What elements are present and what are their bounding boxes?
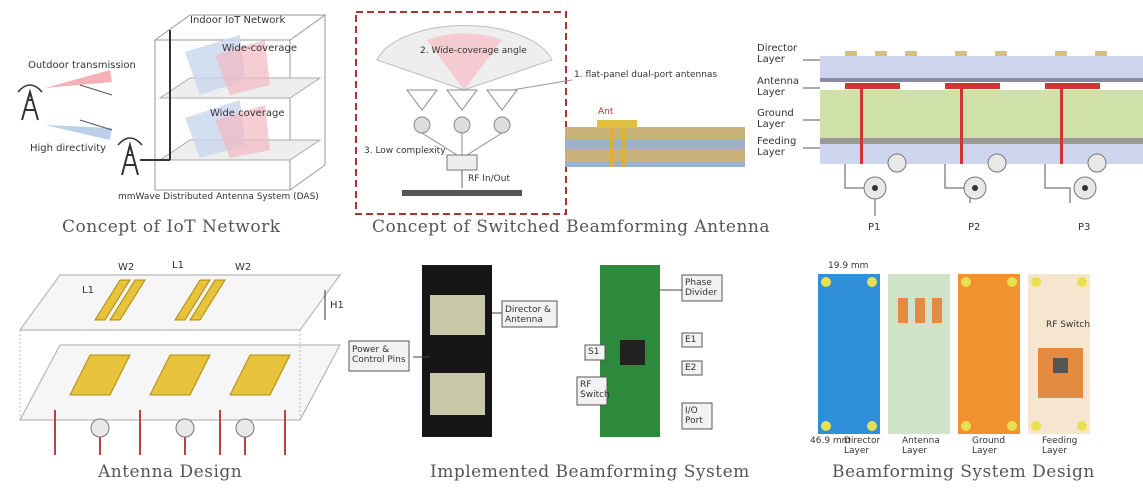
port-p3-label: P3 (1078, 222, 1091, 233)
das-label: mmWave Distributed Antenna System (DAS) (118, 192, 319, 202)
h1-label: H1 (330, 300, 344, 311)
implemented-system-drawing (348, 265, 723, 437)
antenna-layer-label: Antenna Layer (757, 76, 800, 98)
implemented-system-photos: Director & Antenna Power & Control Pins … (345, 265, 725, 440)
l1-label-a: L1 (172, 260, 184, 271)
width-dimension-label: 19.9 mm (828, 261, 869, 271)
feeding-layer-label: Feeding Layer (757, 136, 797, 158)
io-port-label: I/O Port (685, 406, 703, 426)
w2-label-a: W2 (118, 262, 135, 273)
s1-label: S1 (588, 347, 600, 357)
switched-beamforming-drawing (355, 11, 745, 215)
ant-label: Ant (598, 107, 614, 117)
sys-director-label: Director Layer (844, 436, 881, 456)
w2-label-b: W2 (235, 262, 252, 273)
e2-label: E2 (685, 363, 697, 373)
port-p2-label: P2 (968, 222, 981, 233)
antenna-design-diagram: W2 L1 W2 L1 H1 (0, 250, 345, 455)
flat-panel-label: 1. flat-panel dual-port antennas (574, 70, 718, 80)
rf-switch-label: RF Switch (580, 380, 610, 400)
caption-antenna-design: Antenna Design (98, 462, 243, 482)
indoor-network-label: Indoor IoT Network (190, 15, 286, 26)
cell-tower-icon (117, 137, 143, 176)
caption-implemented-system: Implemented Beamforming System (430, 462, 750, 482)
port-p1-label: P1 (868, 222, 881, 233)
director-layer-label: Director Layer (757, 43, 798, 65)
caption-iot-network: Concept of IoT Network (62, 217, 281, 237)
wide-coverage-label-2: Wide coverage (210, 108, 285, 119)
director-antenna-label: Director & Antenna (505, 305, 552, 325)
wide-angle-label: 2. Wide-coverage angle (420, 46, 527, 56)
l1-label-b: L1 (82, 285, 94, 296)
antenna-design-drawing (19, 274, 341, 455)
outdoor-label: Outdoor transmission (28, 60, 136, 71)
power-control-label: Power & Control Pins (352, 345, 406, 365)
low-complexity-label: 3. Low complexity (364, 146, 446, 156)
system-design-diagram: 19.9 mm 46.9 mm Director Layer Antenna L… (810, 258, 1143, 458)
caption-system-design: Beamforming System Design (832, 462, 1095, 482)
rf-inout-label: RF In/Out (468, 174, 510, 184)
system-design-drawing (818, 274, 1090, 434)
cell-tower-icon (17, 84, 43, 121)
sys-rf-switch-label: RF Switch (1046, 320, 1091, 330)
sys-feeding-label: Feeding Layer (1042, 436, 1078, 456)
switched-beamforming-diagram: 2. Wide-coverage angle 1. flat-panel dua… (352, 10, 752, 220)
height-dimension-label: 46.9 mm (810, 436, 851, 446)
sys-ground-label: Ground Layer (972, 436, 1006, 456)
sys-antenna-label: Antenna Layer (902, 436, 940, 456)
ground-layer-label: Ground Layer (757, 108, 794, 130)
e1-label: E1 (685, 335, 697, 345)
high-directivity-label: High directivity (30, 143, 107, 154)
iot-network-diagram: Indoor IoT Network Outdoor transmission … (0, 0, 340, 215)
iot-network-drawing (17, 14, 327, 191)
phase-divider-label: Phase Divider (685, 278, 718, 298)
stackup-drawing (803, 51, 1143, 216)
wide-coverage-label-1: Wide-coverage (222, 43, 297, 54)
caption-switched-beamforming: Concept of Switched Beamforming Antenna (372, 217, 771, 237)
stackup-diagram: Director Layer Antenna Layer Ground Laye… (755, 38, 1143, 238)
